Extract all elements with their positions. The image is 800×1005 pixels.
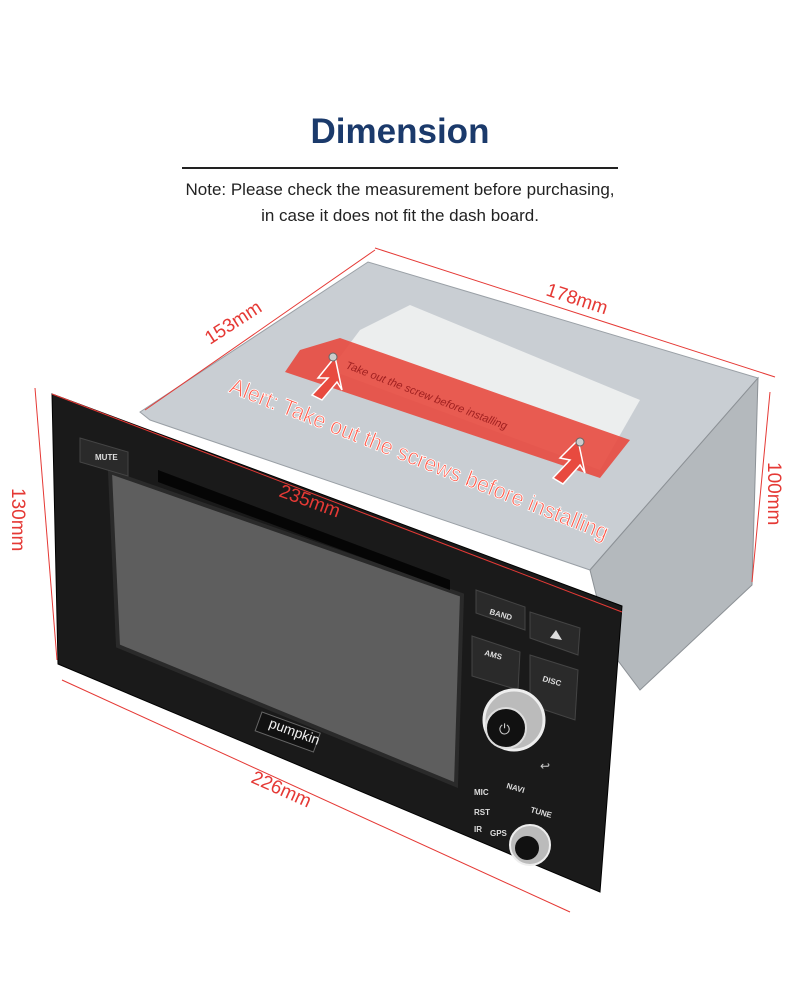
mute-label: MUTE xyxy=(95,453,118,462)
brand-logo xyxy=(254,711,321,753)
back-icon[interactable]: ↩ xyxy=(540,759,550,773)
disc-button[interactable] xyxy=(529,654,579,721)
arrow-icon xyxy=(310,355,343,401)
dim-130: 130mm xyxy=(7,488,28,551)
power-button[interactable] xyxy=(485,707,527,749)
alert-banner xyxy=(285,338,630,478)
note-line-2: in case it does not fit the dash board. xyxy=(261,206,539,225)
title-divider xyxy=(182,167,618,169)
rst-port-label: RST xyxy=(474,808,490,817)
eject-icon xyxy=(550,630,562,640)
dimension-lines xyxy=(34,247,776,913)
page-title: Dimension xyxy=(310,112,490,151)
mute-button[interactable] xyxy=(79,437,129,477)
dim-226: 226mm xyxy=(248,767,314,812)
screw-icon xyxy=(328,352,338,362)
band-button[interactable] xyxy=(475,589,526,631)
arrow-icon xyxy=(551,438,586,485)
power-icon: ⏻ xyxy=(499,721,510,737)
screw-icon xyxy=(575,437,585,447)
screen xyxy=(107,469,465,788)
note-line-1: Note: Please check the measurement befor… xyxy=(185,180,615,199)
gps-port-label: GPS xyxy=(490,829,508,838)
dim-100: 100mm xyxy=(763,462,784,525)
mic-port-label: MIC xyxy=(474,788,489,797)
ir-port-label: IR xyxy=(474,825,482,834)
disc-slot xyxy=(158,470,450,590)
